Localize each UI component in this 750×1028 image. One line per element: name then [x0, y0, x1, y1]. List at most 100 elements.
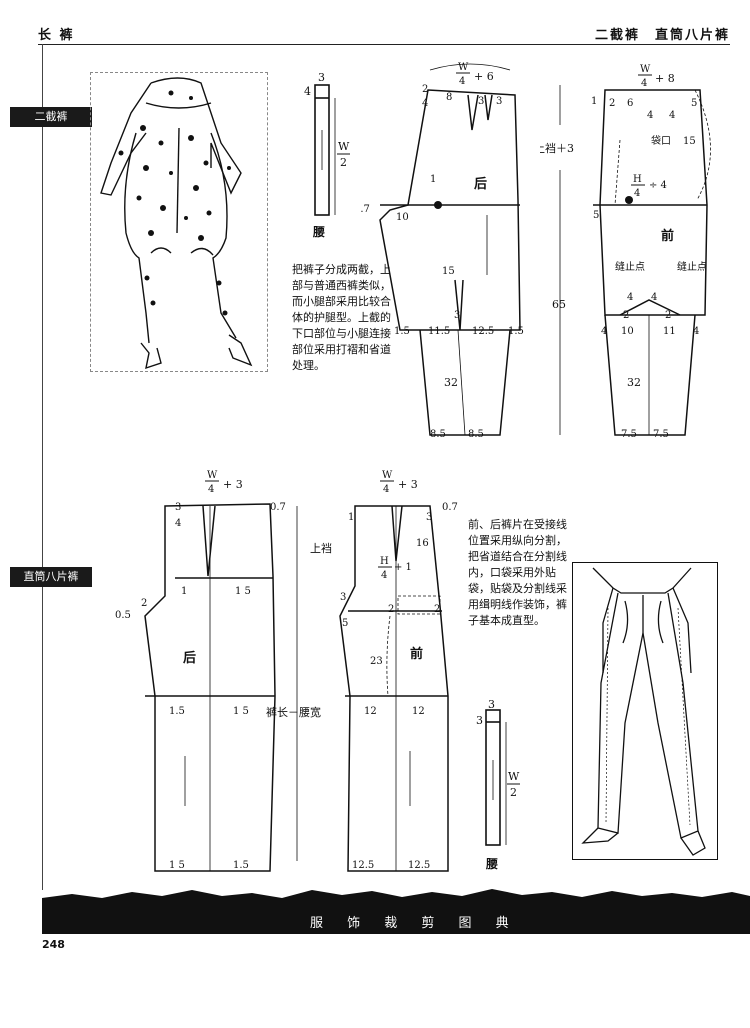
header-right: 二截裤 直筒八片裤: [594, 28, 730, 43]
bf-3l: 3: [340, 592, 346, 603]
section-tab-straight-eight: 直筒八片裤: [10, 567, 92, 587]
pattern-two-piece-back: W 4 + 6 2 4 8 3 3 1 0.7 10 后 15 3 1.5 11…: [360, 62, 524, 440]
bb-w4: 4: [208, 484, 214, 495]
tb-1: 1: [430, 174, 436, 185]
tf-2b: 2: [665, 310, 671, 321]
bf-front: 前: [410, 646, 423, 662]
bf-h: H: [380, 556, 389, 567]
bf-125b: 12.5: [408, 860, 430, 871]
bb-wplus: + 3: [223, 478, 243, 491]
waist-bot-w: W: [508, 770, 520, 783]
bf-12b: 12: [412, 706, 425, 717]
tb-4: 4: [422, 98, 428, 109]
waist-top-w: W: [338, 140, 350, 153]
margin-rule: [42, 44, 43, 890]
section-tab-two-piece: 二截裤: [10, 107, 92, 127]
waist-bot-3b: 3: [476, 714, 483, 727]
tf-pocket: 袋口: [651, 134, 671, 147]
tf-w4: 4: [641, 78, 647, 89]
tf-75a: 7.5: [621, 429, 637, 440]
bb-3: 3: [175, 502, 181, 513]
tf-5: 5: [691, 98, 697, 109]
tb-32: 32: [444, 376, 458, 389]
note-two-piece: 把裤子分成两截，上部与普通西裤类似，而小腿部采用比较合体的护腿型。上截的下口部位…: [292, 263, 391, 372]
waistband-top-diagram: 3 4 W 2 腰: [304, 71, 350, 239]
bb-15a: 1 5: [235, 586, 251, 597]
tf-wplus: + 8: [655, 72, 675, 85]
tb-wplus: + 6: [474, 70, 494, 83]
tb-15l: 1.5: [394, 326, 410, 337]
footer-mountain-banner: [42, 889, 750, 934]
tf-10: 10: [621, 326, 634, 337]
bb-15d: 1 5: [169, 860, 185, 871]
tf-4d: 4: [651, 292, 657, 303]
bb-4: 4: [175, 518, 181, 529]
bb-w: W: [207, 470, 218, 481]
tb-15r: 1.5: [508, 326, 524, 337]
bf-2a: 2: [388, 604, 394, 615]
bf-5: 5: [342, 618, 348, 629]
figure-drawing-bottom: [581, 567, 706, 856]
tb-3b: 3: [496, 96, 502, 107]
bb-2: 2: [141, 598, 147, 609]
page-number: 248: [42, 938, 65, 951]
bf-h4: 4: [381, 570, 387, 581]
tf-h: H: [633, 174, 642, 185]
bf-12a: 12: [364, 706, 377, 717]
bb-15b: 1.5: [169, 706, 185, 717]
waist-top-label: 腰: [312, 224, 325, 239]
bf-16: 16: [416, 538, 429, 549]
waist-bot-div: 2: [510, 786, 517, 799]
tb-15: 15: [442, 266, 455, 277]
bb-back: 后: [183, 650, 196, 666]
header-left: 长 裤: [38, 28, 75, 43]
tb-85a: 8.5: [430, 429, 446, 440]
pattern-two-piece-front: W 4 + 8 1 2 6 4 4 5 袋口 15 H 4 ÷ 4 5 前 缝止…: [591, 64, 711, 440]
tf-2a: 2: [623, 310, 629, 321]
tf-75b: 7.5: [653, 429, 669, 440]
bf-23: 23: [370, 656, 383, 667]
tf-1: 1: [591, 96, 597, 107]
tb-w4: 4: [459, 76, 465, 87]
bf-w: W: [382, 470, 393, 481]
bf-wplus: + 3: [398, 478, 418, 491]
note-straight-eight: 前、后裤片在受接线位置采用纵向分割，把省道结合在分割线内，口袋采用外贴袋，贴袋及…: [468, 518, 567, 627]
waist-top-div: 2: [340, 156, 347, 169]
waistband-bottom-diagram: 3 3 W 2 腰: [476, 700, 520, 871]
tb-3bot: 3: [454, 310, 460, 321]
pattern-straight-back: W 4 + 3 3 4 0.7 1 1 5 0.5 2 后 1.5 1 5 1 …: [115, 470, 298, 872]
bb-05: 0.5: [115, 610, 131, 621]
bf-07: 0.7: [442, 502, 458, 513]
bb-1: 1: [181, 586, 187, 597]
tb-125: 12.5: [472, 326, 494, 337]
tb-back: 后: [474, 176, 487, 192]
waist-top-4: 4: [304, 85, 311, 98]
tf-4l: 4: [601, 326, 607, 337]
tb-3a: 3: [478, 96, 484, 107]
tf-hplus: ÷ 4: [649, 180, 667, 191]
tb-85b: 8.5: [468, 429, 484, 440]
waist-bot-label: 腰: [485, 856, 498, 871]
tf-4a: 4: [647, 110, 653, 121]
tb-w: W: [458, 62, 469, 73]
tf-2: 2: [609, 98, 615, 109]
bf-w4: 4: [383, 484, 389, 495]
tf-32: 32: [627, 376, 641, 389]
bb-07: 0.7: [270, 502, 286, 513]
tf-6: 6: [627, 98, 633, 109]
tf-stitch-left: 缝止点: [615, 260, 645, 273]
figure-drawing-top: [100, 77, 253, 370]
tb-115: 11.5: [428, 326, 450, 337]
top-65: 65: [552, 298, 566, 311]
bb-15e: 1.5: [233, 860, 249, 871]
bf-3: 3: [426, 512, 432, 523]
tb-8: 8: [446, 92, 452, 103]
tf-4c: 4: [627, 292, 633, 303]
bb-15c: 1 5: [233, 706, 249, 717]
illustration-straight-trousers: [572, 562, 718, 860]
tb-10: 10: [396, 212, 409, 223]
tf-h4: 4: [634, 188, 640, 199]
footer-title: 服 饰 裁 剪 图 典: [310, 916, 519, 931]
pattern-straight-front: W 4 + 3 1 3 0.7 16 H 4 + 1 3 2 2 5 前 23 …: [339, 470, 458, 872]
bottom-rise-label: 上裆: [310, 542, 332, 555]
